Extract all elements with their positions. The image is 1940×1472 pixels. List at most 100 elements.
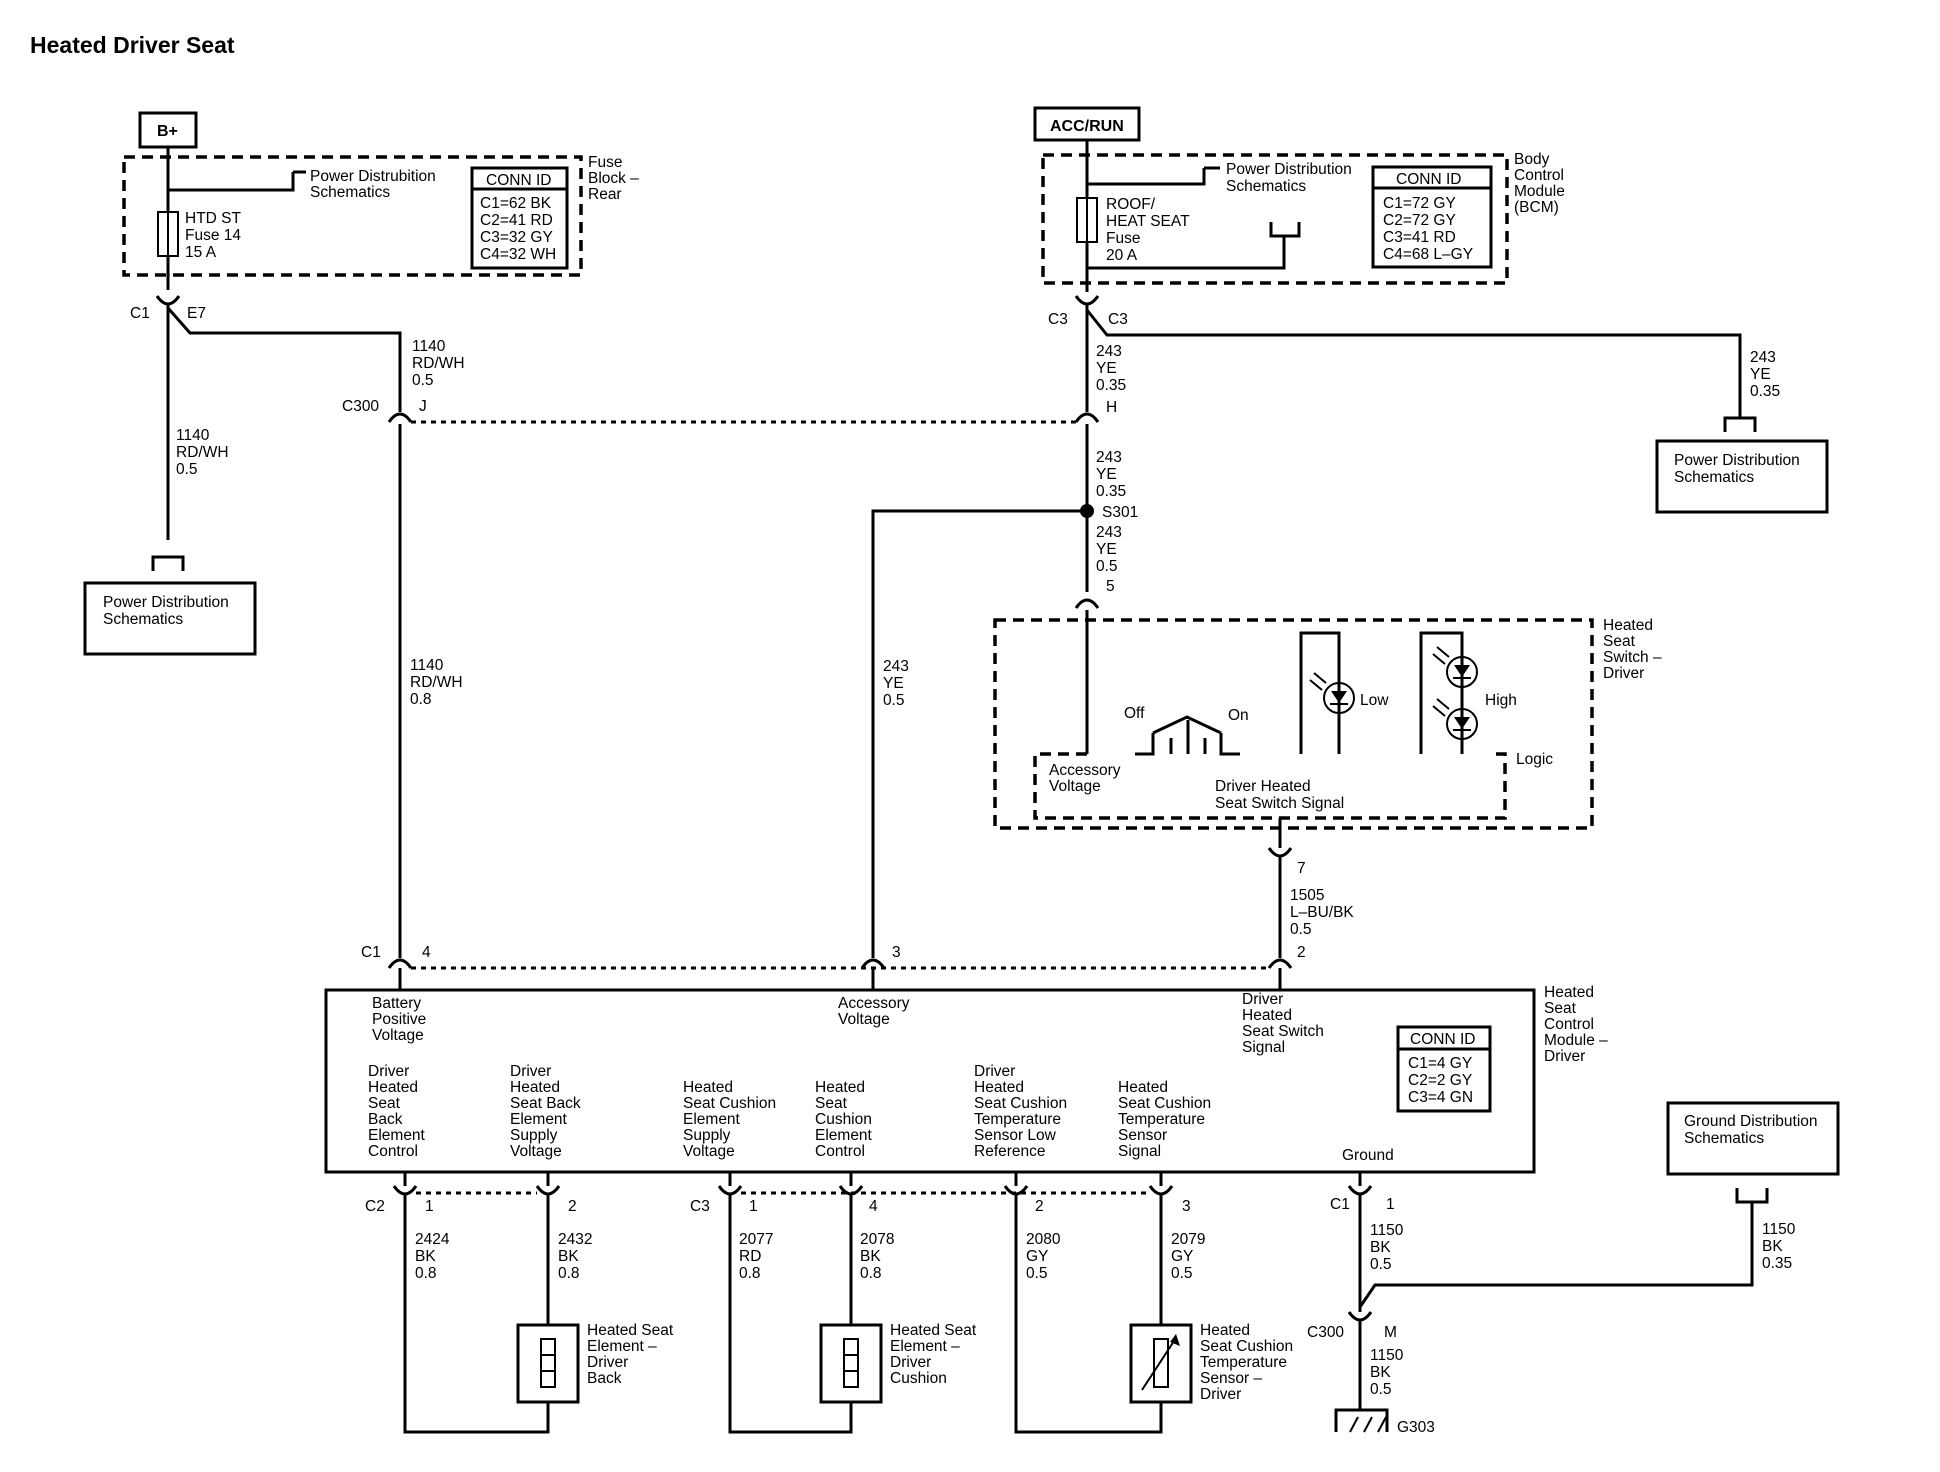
svg-text:C2=72 GY: C2=72 GY bbox=[1383, 212, 1456, 229]
svg-text:Seat Switch: Seat Switch bbox=[1242, 1023, 1324, 1040]
svg-text:4: 4 bbox=[869, 1198, 878, 1215]
hscm-batt-voltage-label: Battery Positive Voltage bbox=[372, 995, 426, 1044]
fuse-block-rear-label: Fuse Block – Rear bbox=[588, 154, 639, 203]
svg-text:1: 1 bbox=[425, 1198, 434, 1215]
svg-text:Sensor –: Sensor – bbox=[1200, 1370, 1262, 1387]
svg-text:Heated Seat: Heated Seat bbox=[890, 1322, 977, 1339]
svg-text:Driver: Driver bbox=[890, 1354, 931, 1371]
wire-label-2424: 2424 BK 0.8 bbox=[415, 1231, 450, 1282]
off-on-switch-symbol bbox=[1135, 715, 1240, 756]
svg-text:Schematics: Schematics bbox=[310, 184, 390, 201]
svg-text:243: 243 bbox=[1096, 343, 1122, 360]
svg-text:ROOF/: ROOF/ bbox=[1106, 196, 1156, 213]
svg-text:Heated: Heated bbox=[368, 1079, 418, 1096]
svg-text:S301: S301 bbox=[1102, 504, 1138, 521]
svg-text:C4=68 L–GY: C4=68 L–GY bbox=[1383, 246, 1473, 263]
svg-text:L–BU/BK: L–BU/BK bbox=[1290, 904, 1354, 921]
bcm-pds-ref: Power Distribution Schematics bbox=[1226, 161, 1352, 195]
bcm-conn-id bbox=[1371, 165, 1493, 269]
hscm-back-supply-label: Driver Heated Seat Back Element Supply V… bbox=[510, 1063, 581, 1160]
svg-text:3: 3 bbox=[1182, 1198, 1191, 1215]
svg-text:Element –: Element – bbox=[587, 1338, 657, 1355]
hscm-ground-label: Ground bbox=[1342, 1147, 1394, 1164]
svg-text:Fuse 14: Fuse 14 bbox=[185, 227, 241, 244]
svg-text:Heated: Heated bbox=[1118, 1079, 1168, 1096]
svg-text:0.8: 0.8 bbox=[860, 1265, 882, 1282]
hscm-acc-voltage-label: Accessory Voltage bbox=[838, 995, 910, 1028]
svg-text:Driver: Driver bbox=[974, 1063, 1015, 1080]
wire-label-243-b: 243 YE 0.35 bbox=[1750, 349, 1780, 400]
svg-text:0.5: 0.5 bbox=[1290, 921, 1312, 938]
svg-text:1505: 1505 bbox=[1290, 887, 1324, 904]
wire-label-1150-c: 1150 BK 0.5 bbox=[1370, 1347, 1404, 1398]
svg-text:Driver: Driver bbox=[1603, 665, 1644, 682]
connector-c3-pin3 bbox=[1148, 1185, 1174, 1196]
svg-text:C2=2 GY: C2=2 GY bbox=[1408, 1072, 1472, 1089]
heated-seat-cushion-element-icon bbox=[819, 1323, 883, 1404]
svg-text:1150: 1150 bbox=[1762, 1221, 1796, 1238]
svg-text:Supply: Supply bbox=[683, 1127, 731, 1144]
svg-text:BK: BK bbox=[1762, 1238, 1783, 1255]
svg-text:Accessory: Accessory bbox=[838, 995, 910, 1012]
hscm-back-ctrl-label: Driver Heated Seat Back Element Control bbox=[368, 1063, 426, 1160]
svg-text:2432: 2432 bbox=[558, 1231, 592, 1248]
svg-text:0.5: 0.5 bbox=[1171, 1265, 1193, 1282]
svg-text:Heated: Heated bbox=[1544, 984, 1594, 1001]
svg-text:Battery: Battery bbox=[372, 995, 421, 1012]
roof-heat-seat-fuse-label: ROOF/ HEAT SEAT Fuse 20 A bbox=[1106, 196, 1190, 264]
svg-text:GY: GY bbox=[1026, 1248, 1048, 1265]
hscm-conn-id bbox=[1396, 1025, 1492, 1113]
svg-text:4: 4 bbox=[422, 944, 431, 961]
svg-text:Reference: Reference bbox=[974, 1143, 1046, 1160]
conn-id-title: CONN ID bbox=[486, 172, 551, 189]
connector-c300-m bbox=[1347, 1311, 1373, 1322]
svg-text:0.5: 0.5 bbox=[1370, 1256, 1392, 1273]
svg-text:Seat: Seat bbox=[1544, 1000, 1577, 1017]
hscm-cush-ctrl-label: Heated Seat Cushion Element Control bbox=[815, 1079, 873, 1160]
svg-text:C2: C2 bbox=[365, 1198, 385, 1215]
svg-text:2: 2 bbox=[1035, 1198, 1044, 1215]
svg-text:Control: Control bbox=[1514, 167, 1564, 184]
svg-text:Driver: Driver bbox=[1544, 1048, 1585, 1065]
svg-text:Signal: Signal bbox=[1242, 1039, 1285, 1056]
fuse-block-pds-ref: Power Distrubition Schematics bbox=[310, 168, 436, 201]
svg-text:Ground Distribution: Ground Distribution bbox=[1684, 1113, 1818, 1130]
switch-logic-outline bbox=[1033, 752, 1507, 820]
svg-text:CONN ID: CONN ID bbox=[1396, 171, 1461, 188]
fuse-block-rear-outline bbox=[122, 155, 583, 277]
switch-logic-label: Logic bbox=[1516, 751, 1553, 768]
svg-text:Cushion: Cushion bbox=[890, 1370, 947, 1387]
svg-text:243: 243 bbox=[1750, 349, 1776, 366]
wire-label-2078: 2078 BK 0.8 bbox=[860, 1231, 894, 1282]
svg-text:Voltage: Voltage bbox=[838, 1011, 890, 1028]
svg-text:Voltage: Voltage bbox=[1049, 778, 1101, 795]
svg-text:Driver Heated: Driver Heated bbox=[1215, 778, 1311, 795]
svg-text:Seat: Seat bbox=[1603, 633, 1636, 650]
high-led-icon-2 bbox=[1432, 698, 1478, 740]
ground-g303-icon bbox=[1334, 1408, 1389, 1433]
heated-seat-back-element-icon bbox=[516, 1323, 580, 1404]
svg-text:C300: C300 bbox=[342, 398, 379, 415]
acc-run-label: ACC/RUN bbox=[1050, 118, 1124, 135]
svg-text:Heated: Heated bbox=[974, 1079, 1024, 1096]
bcm-outline bbox=[1041, 153, 1509, 285]
svg-text:0.8: 0.8 bbox=[739, 1265, 761, 1282]
svg-text:Module –: Module – bbox=[1544, 1032, 1608, 1049]
switch-on-label: On bbox=[1228, 707, 1249, 724]
svg-text:C300: C300 bbox=[1307, 1324, 1344, 1341]
fuse-block-conn-id bbox=[470, 166, 569, 270]
svg-text:Driver: Driver bbox=[587, 1354, 628, 1371]
svg-text:Cushion: Cushion bbox=[815, 1111, 872, 1128]
acc-run-terminal bbox=[1033, 106, 1141, 142]
svg-text:C3=4 GN: C3=4 GN bbox=[1408, 1089, 1473, 1106]
svg-text:Seat Cushion: Seat Cushion bbox=[974, 1095, 1067, 1112]
connector-c300-j bbox=[387, 412, 413, 423]
svg-text:Heated: Heated bbox=[683, 1079, 733, 1096]
connector-c3 bbox=[1074, 295, 1100, 306]
svg-text:Back: Back bbox=[368, 1111, 403, 1128]
svg-text:Fuse: Fuse bbox=[588, 154, 622, 171]
svg-text:Rear: Rear bbox=[588, 186, 622, 203]
svg-text:Accessory: Accessory bbox=[1049, 762, 1121, 779]
bcm-label: Body Control Module (BCM) bbox=[1514, 151, 1565, 216]
svg-text:0.8: 0.8 bbox=[415, 1265, 437, 1282]
